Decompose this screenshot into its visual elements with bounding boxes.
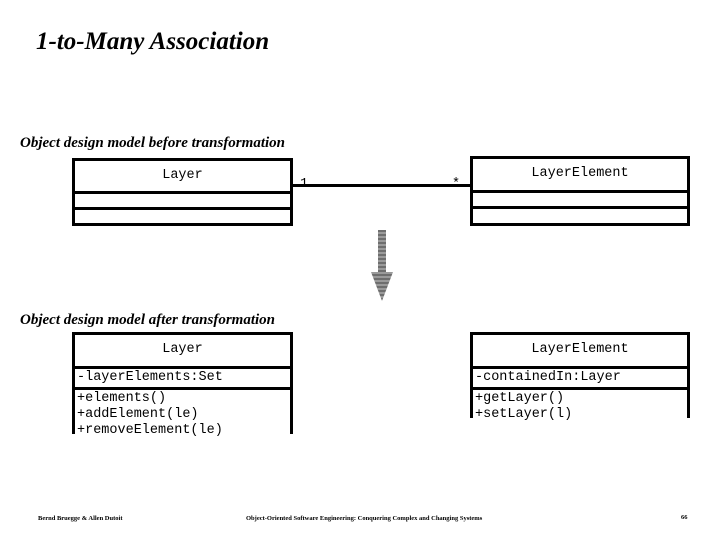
uml-class-layer-after[interactable]: Layer -layerElements:Set +elements()+add…: [72, 332, 293, 440]
uml-member: +removeElement(le): [77, 423, 223, 438]
down-arrow-icon: [371, 230, 393, 301]
multiplicity-source: 1: [300, 177, 309, 192]
uml-member: +addElement(le): [77, 407, 199, 422]
uml-member: +elements(): [77, 391, 167, 406]
association-line: [293, 184, 470, 187]
uml-operations-compartment: +getLayer()+setLayer(l): [473, 387, 687, 424]
section-caption-after: Object design model after transformation: [20, 312, 275, 328]
section-caption-before: Object design model before transformatio…: [20, 135, 285, 151]
uml-class-name: LayerElement: [473, 159, 687, 190]
uml-member: -layerElements:Set: [77, 370, 223, 385]
multiplicity-target: *: [452, 177, 461, 192]
footer-authors: Bernd Bruegge & Allen Dutoit: [38, 515, 123, 522]
uml-member: +getLayer(): [475, 391, 565, 406]
page-title: 1-to-Many Association: [36, 28, 270, 55]
uml-attributes-compartment: -layerElements:Set: [75, 366, 290, 387]
uml-class-name: Layer: [75, 161, 290, 191]
uml-attributes-compartment: [473, 190, 687, 206]
uml-attributes-compartment: [75, 191, 290, 207]
footer-page-number: 66: [681, 514, 688, 521]
uml-class-name: LayerElement: [473, 335, 687, 366]
uml-operations-compartment: +elements()+addElement(le)+removeElement…: [75, 387, 290, 440]
uml-class-name: Layer: [75, 335, 290, 366]
uml-member: -containedIn:Layer: [475, 370, 621, 385]
uml-class-layerelement-before[interactable]: LayerElement: [470, 156, 690, 226]
uml-operations-compartment: [473, 206, 687, 223]
footer-book-title: Object-Oriented Software Engineering: Co…: [246, 515, 483, 522]
uml-class-layer-before[interactable]: Layer: [72, 158, 293, 226]
uml-operations-compartment: [75, 207, 290, 223]
uml-attributes-compartment: -containedIn:Layer: [473, 366, 687, 387]
uml-class-layerelement-after[interactable]: LayerElement -containedIn:Layer +getLaye…: [470, 332, 690, 424]
uml-member: +setLayer(l): [475, 407, 573, 422]
